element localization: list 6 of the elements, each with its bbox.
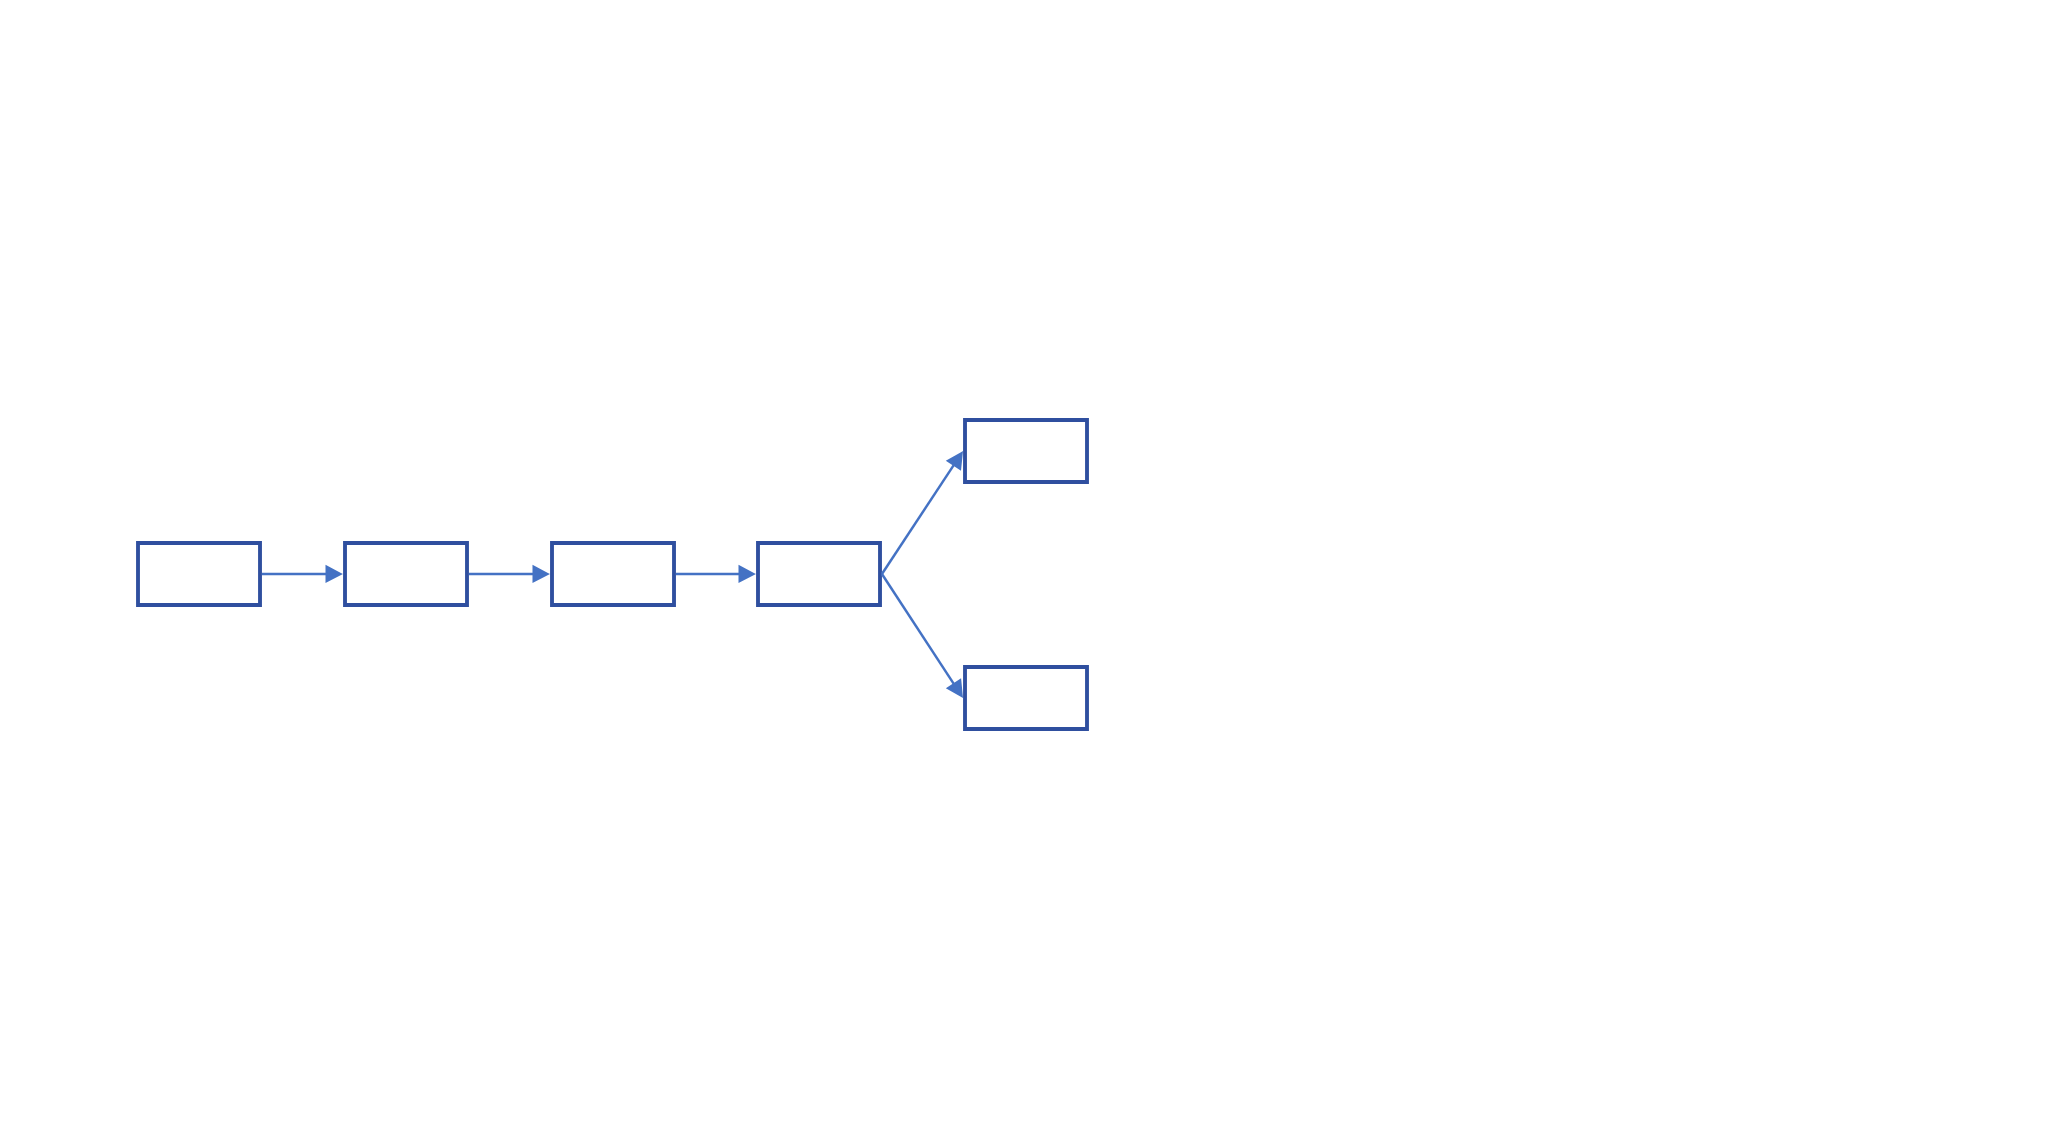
process-box xyxy=(550,541,676,607)
process-box xyxy=(343,541,469,607)
process-box xyxy=(756,541,882,607)
process-box xyxy=(963,665,1089,731)
process-box xyxy=(136,541,262,607)
process-box xyxy=(963,418,1089,484)
